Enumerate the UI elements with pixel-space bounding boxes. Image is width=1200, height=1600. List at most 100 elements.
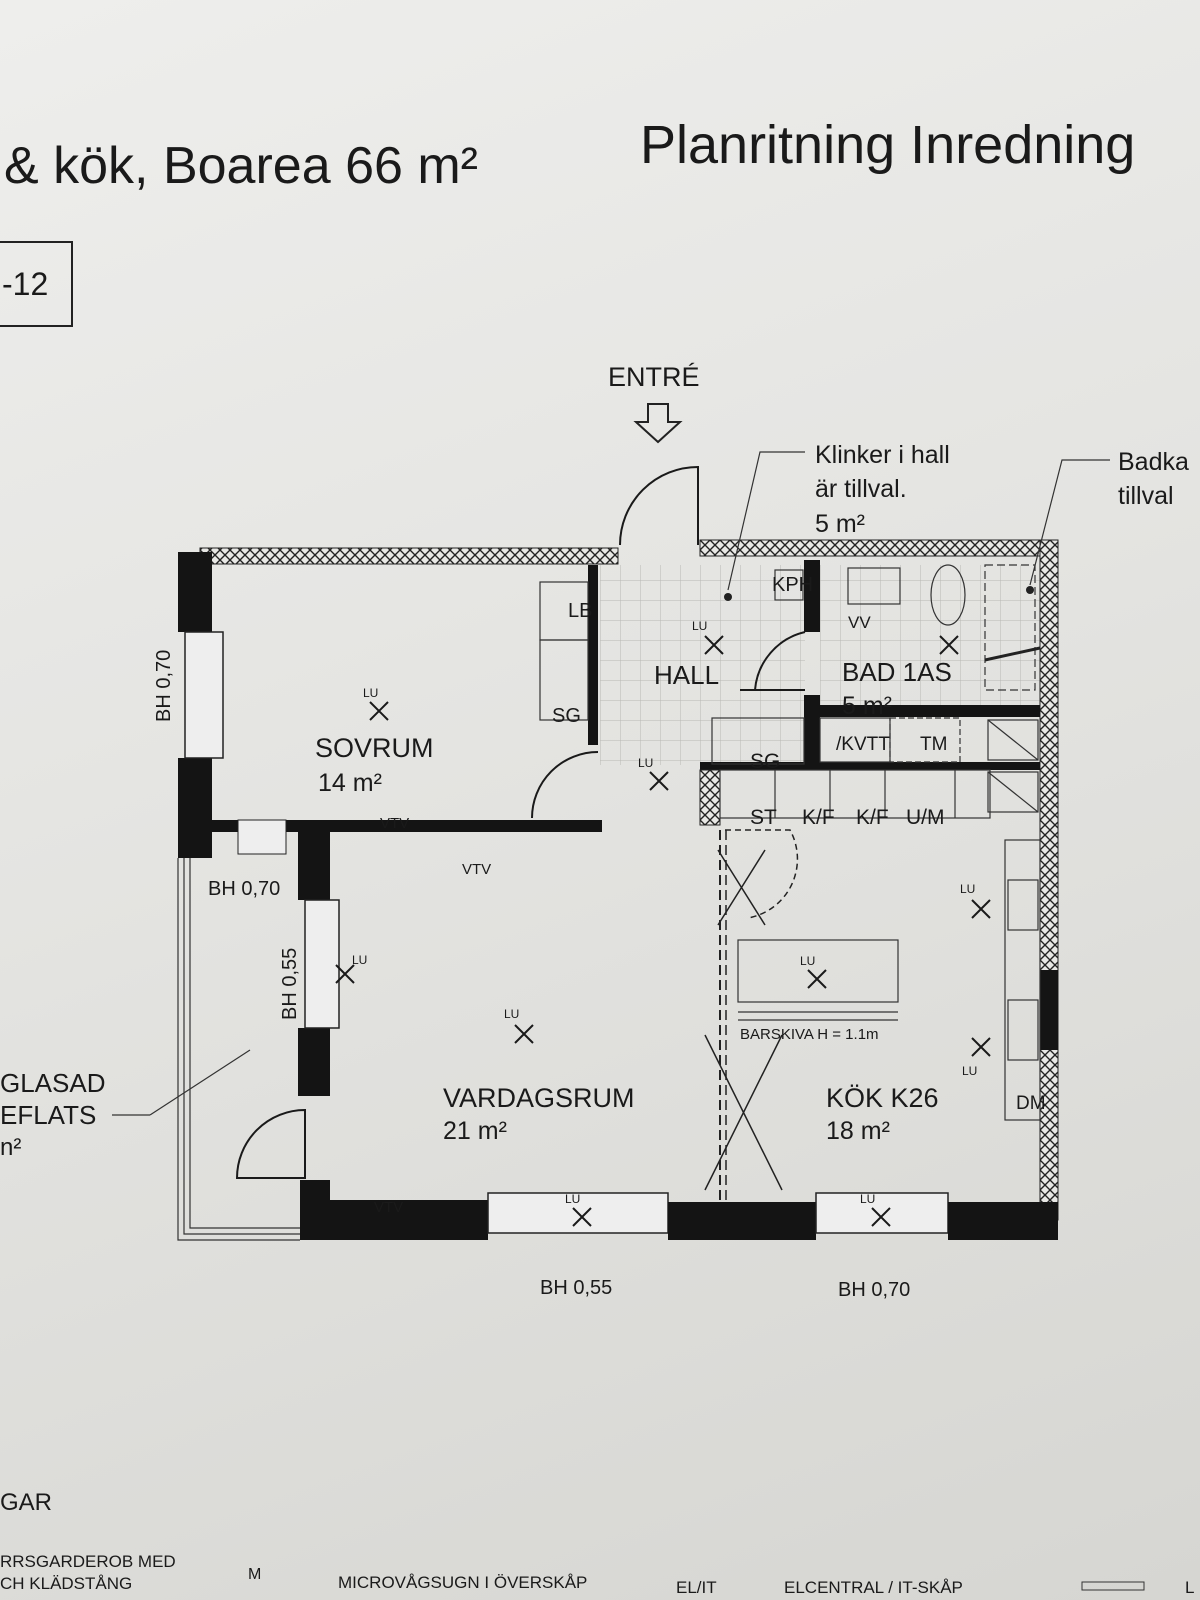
balcony-door[interactable] xyxy=(235,1108,306,1179)
legend-symbol xyxy=(1081,1581,1145,1591)
wall-segment xyxy=(298,830,330,900)
ceiling-light-icon: LU xyxy=(363,686,389,721)
wall-segment xyxy=(1040,970,1058,1050)
svg-text:LU: LU xyxy=(860,1192,875,1206)
wall-segment xyxy=(298,1028,330,1096)
note-hall-tile-3: 5 m² xyxy=(815,510,865,538)
svg-text:LU: LU xyxy=(565,1192,580,1206)
washing-machine-space xyxy=(819,717,891,763)
room-uteplats-line1: GLASAD xyxy=(0,1068,106,1098)
kitchen-window xyxy=(815,1192,949,1234)
unit-number-box xyxy=(0,241,73,327)
label-sg-sovrum: SG xyxy=(552,705,581,727)
window-height-bedroom: BH 0,70 xyxy=(153,650,175,722)
room-uteplats-line3: n² xyxy=(0,1134,21,1161)
room-kok-area: 18 m² xyxy=(826,1117,890,1145)
svg-text:LU: LU xyxy=(504,1007,519,1021)
entrance-door[interactable] xyxy=(619,465,699,546)
wall-segment xyxy=(178,758,212,858)
legend-m: M xyxy=(248,1566,261,1583)
entrance-arrow-icon xyxy=(633,403,683,444)
note-bath-1: Badka xyxy=(1118,448,1189,476)
label-vtv-sovrum: VTV xyxy=(380,815,409,832)
exterior-wall-bottom xyxy=(300,1200,488,1240)
legend-elcentral: ELCENTRAL / IT-SKÅP xyxy=(784,1578,963,1597)
window-height-kitchen: BH 0,70 xyxy=(838,1279,910,1301)
ceiling-light-icon: LU xyxy=(960,882,991,919)
ceiling-light-icon: LU xyxy=(335,953,367,984)
svg-text:LU: LU xyxy=(363,686,378,700)
window-height-balcony-door: BH 0,70 xyxy=(208,878,280,900)
label-vtv-window: VTV xyxy=(374,1199,403,1216)
bedroom-door[interactable] xyxy=(531,751,599,819)
kitchen-island xyxy=(737,939,899,1003)
label-vv: VV xyxy=(848,613,871,632)
svg-text:LU: LU xyxy=(692,619,707,633)
balcony-door-frame xyxy=(237,819,287,855)
ceiling-light-icon: LU xyxy=(800,954,827,989)
plan-subtitle: & kök, Boarea 66 m² xyxy=(4,137,478,195)
kitchen-door[interactable] xyxy=(725,829,799,919)
hall-wardrobe xyxy=(711,717,805,765)
wall-bath-kitchen xyxy=(818,705,1040,717)
hall-tile-floor xyxy=(600,565,805,765)
legend-elit: EL/IT xyxy=(676,1578,717,1597)
stove xyxy=(1007,879,1039,931)
note-hall-tile-1: Klinker i hall xyxy=(815,441,950,469)
label-tm: TM xyxy=(920,734,947,755)
glazed-balcony-outline xyxy=(177,858,300,1241)
plan-title: Planritning Inredning xyxy=(640,115,1135,175)
kitchen-counter xyxy=(1004,839,1041,1121)
wall-kitchen-top xyxy=(700,762,1040,770)
label-barskiva: BARSKIVA H = 1.1m xyxy=(740,1026,879,1043)
shower-screen xyxy=(984,646,1041,662)
bath-door[interactable] xyxy=(754,631,806,691)
living-side-window xyxy=(304,899,340,1029)
leader-line xyxy=(1029,459,1110,586)
label-kvtt: /KVTT xyxy=(836,734,890,755)
ceiling-light-icon: LU xyxy=(565,1192,592,1227)
exterior-wall-bottom xyxy=(948,1202,1058,1240)
label-lb: LB xyxy=(568,600,592,622)
bedroom-window xyxy=(184,631,224,759)
note-hall-tile-2: är tillval. xyxy=(815,475,907,503)
ceiling-light-icon: LU xyxy=(962,1037,991,1078)
label-vtv-vardagsrum: VTV xyxy=(462,861,491,878)
label-kph: KPH xyxy=(772,574,813,596)
legend-garderob-2: CH KLÄDSTÅNG xyxy=(0,1574,132,1593)
ceiling-light-icon: LU xyxy=(504,1007,534,1044)
dryer-space xyxy=(889,717,961,763)
room-uteplats-line2: EFLATS xyxy=(0,1100,96,1130)
label-um: U/M xyxy=(906,806,945,829)
room-kok: KÖK K26 xyxy=(826,1083,939,1113)
room-vardagsrum-area: 21 m² xyxy=(443,1117,507,1145)
room-sovrum: SOVRUM xyxy=(315,733,434,763)
el-cabinet xyxy=(987,719,1039,761)
label-st: ST xyxy=(750,806,777,829)
ceiling-light-icon: LU xyxy=(692,619,724,655)
room-vardagsrum: VARDAGSRUM xyxy=(443,1083,635,1113)
exterior-wall-right xyxy=(1039,539,1059,1221)
svg-text:LU: LU xyxy=(800,954,815,968)
it-cabinet xyxy=(987,771,1039,813)
note-bath-2: tillval xyxy=(1118,482,1174,510)
window-height-living-side: BH 0,55 xyxy=(279,948,301,1020)
window-height-living: BH 0,55 xyxy=(540,1277,612,1299)
ceiling-light-icon xyxy=(939,635,959,655)
leader-line xyxy=(727,451,805,591)
sovrum-wardrobe xyxy=(539,639,589,721)
wall-sovrum-hall xyxy=(588,565,598,745)
legend-micro: MICROVÅGSUGN I ÖVERSKÅP xyxy=(338,1573,587,1592)
label-kf-2: K/F xyxy=(856,806,889,829)
unit-number: -12 xyxy=(2,266,48,302)
wall-hall-bath xyxy=(804,560,820,632)
label-sg-hall: SG xyxy=(750,750,780,773)
kph-box xyxy=(774,569,804,601)
wall-segment xyxy=(178,552,212,632)
toilet xyxy=(930,564,966,626)
legend-l: L xyxy=(1185,1578,1194,1597)
svg-text:LU: LU xyxy=(962,1064,977,1078)
el-cabinet-diagonal xyxy=(987,719,1039,813)
